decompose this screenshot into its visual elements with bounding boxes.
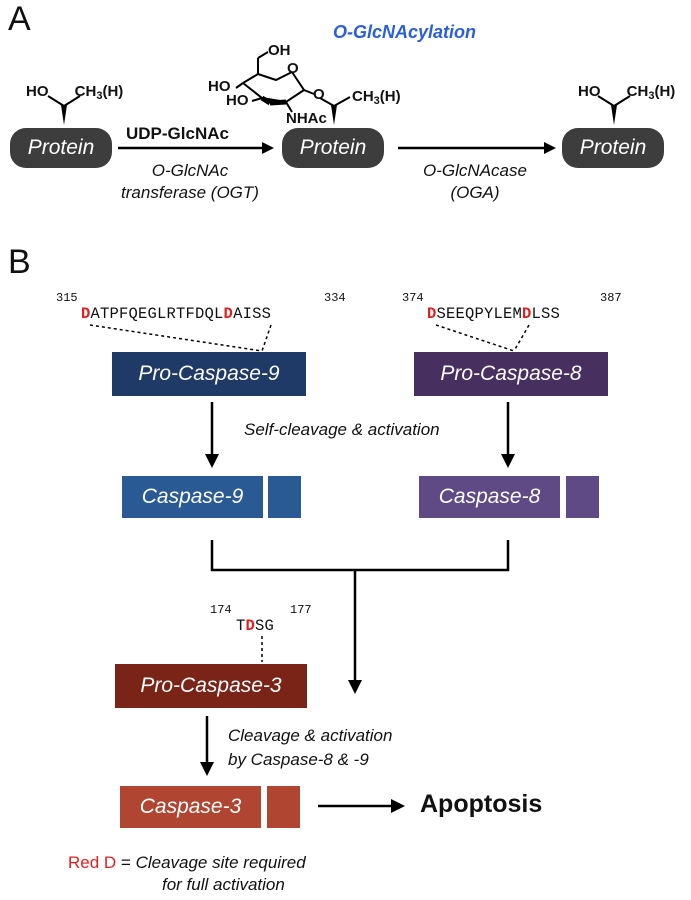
caspase-3-large-subunit: Caspase-3	[120, 786, 261, 828]
sugar-oh-top: OH	[268, 42, 291, 59]
casp8-seq-start: 374	[402, 291, 424, 305]
side-chain-middle: CH3(H)	[352, 88, 401, 107]
apoptosis-label: Apoptosis	[420, 790, 543, 818]
panel-a-label: A	[8, 0, 31, 38]
casp9-sequence: DATPFQEGLRTFDQLDAISS	[81, 305, 272, 323]
sugar-ring-o: O	[287, 60, 299, 77]
side-chain-left: HO CH3(H)	[26, 83, 124, 102]
sugar-link-o: O	[313, 86, 325, 103]
oga-label: O-GlcNAcase (OGA)	[423, 161, 527, 202]
wedge-bond-middle	[331, 105, 337, 125]
legend-red-d: Red D	[68, 853, 117, 872]
pro-caspase-9-box: Pro-Caspase-9	[112, 352, 306, 396]
casp3-seq-start: 174	[210, 603, 232, 617]
caspase-8-large-subunit: Caspase-8	[419, 476, 560, 518]
sugar-ho-left: HO	[208, 78, 231, 95]
self-cleavage-label: Self-cleavage & activation	[244, 420, 440, 439]
casp3-sequence: TDSG	[236, 617, 275, 635]
protein-pill-end: Protein	[562, 128, 664, 168]
protein-pill-start: Protein	[10, 128, 112, 168]
casp8-sequence: DSEEQPYLEMDLSS	[427, 305, 561, 323]
panel-b-label: B	[8, 243, 31, 281]
ogt-label: O-GlcNAc transferase (OGT)	[121, 161, 259, 202]
caspase-8-small-subunit	[566, 476, 599, 518]
sugar-nhac: NHAc	[286, 110, 327, 127]
caspase-3-small-subunit	[267, 786, 300, 828]
glcnac-ring	[235, 51, 315, 113]
caspase-9-small-subunit	[268, 476, 301, 518]
sugar-ho-bottom: HO	[226, 92, 249, 109]
pro-caspase-3-box: Pro-Caspase-3	[115, 664, 307, 708]
side-chain-right: HO CH3(H)	[578, 83, 676, 102]
casp9-seq-start: 315	[56, 291, 78, 305]
caspase-9-large-subunit: Caspase-9	[122, 476, 263, 518]
udp-glcnac-label: UDP-GlcNAc	[126, 124, 229, 143]
wedge-bond-left	[61, 105, 67, 125]
casp9-seq-end: 334	[324, 291, 346, 305]
protein-pill-glycosylated: Protein	[282, 128, 384, 168]
wedge-bond-right	[611, 105, 617, 125]
casp3-seq-end: 177	[290, 603, 312, 617]
cleavage-activation-label: Cleavage & activation by Caspase-8 & -9	[228, 726, 393, 769]
legend: Red D = Cleavage site required for full …	[68, 853, 306, 894]
pro-caspase-8-box: Pro-Caspase-8	[414, 352, 608, 396]
casp8-seq-end: 387	[600, 291, 622, 305]
o-glcnacylation-title: O-GlcNAcylation	[333, 22, 477, 42]
